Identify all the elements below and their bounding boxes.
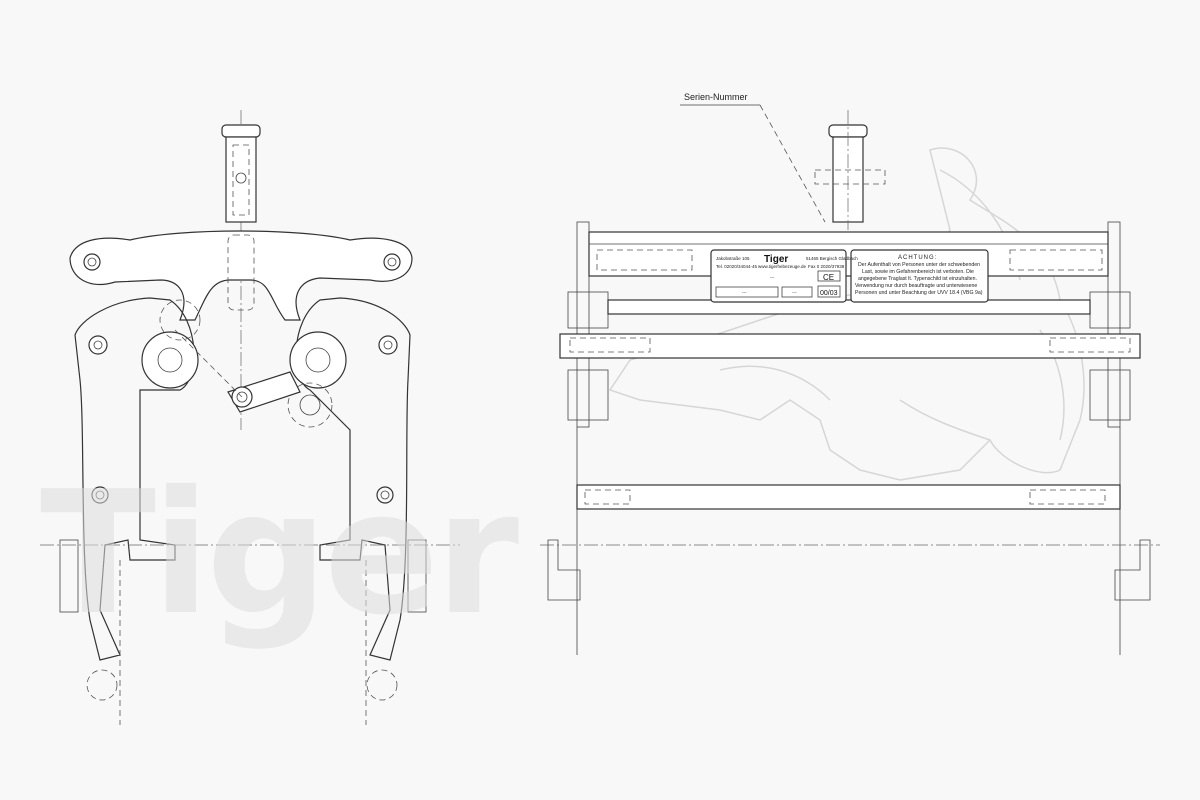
warning-line: angegebene Traglast lt. Typenschild ist … <box>858 276 977 282</box>
nameplate-address: Jakobstraße 105 <box>716 256 750 261</box>
warning-line: Der Aufenthalt von Personen unter der sc… <box>858 262 980 268</box>
nameplate: Jakobstraße 105 Tel. 02020/34044-45 Tige… <box>710 249 989 303</box>
nameplate-phone: Tel. 02020/34044-45 <box>716 264 758 269</box>
nameplate-serial: --- <box>770 275 775 280</box>
warning-line: Verwendung nur durch beauftragte und unt… <box>855 283 977 289</box>
nameplate-city: 51465 Bergisch Gladbach <box>806 256 858 261</box>
brand-logo: Tiger <box>764 254 788 265</box>
nameplate-weight: --- <box>792 290 797 295</box>
serial-number-callout: Serien-Nummer <box>684 92 748 102</box>
tiger-watermark-logo: Tiger <box>40 455 519 653</box>
nameplate-fax: Fax 0 2020/37938 <box>808 264 845 269</box>
warning-title: ACHTUNG: <box>898 255 937 261</box>
nameplate-date: 00/03 <box>820 290 838 297</box>
nameplate-load: --- <box>742 290 747 295</box>
ce-mark: CE <box>823 273 834 282</box>
warning-line: Personen und unter Beachtung der UVV 18.… <box>855 290 983 296</box>
right-view-beam <box>540 104 1160 655</box>
warning-line: Last, sowie im Gefahrenbereich ist verbo… <box>862 269 974 275</box>
nameplate-website: www.tigerhebezeuge.de <box>758 264 807 269</box>
left-view-gripper <box>40 110 460 725</box>
